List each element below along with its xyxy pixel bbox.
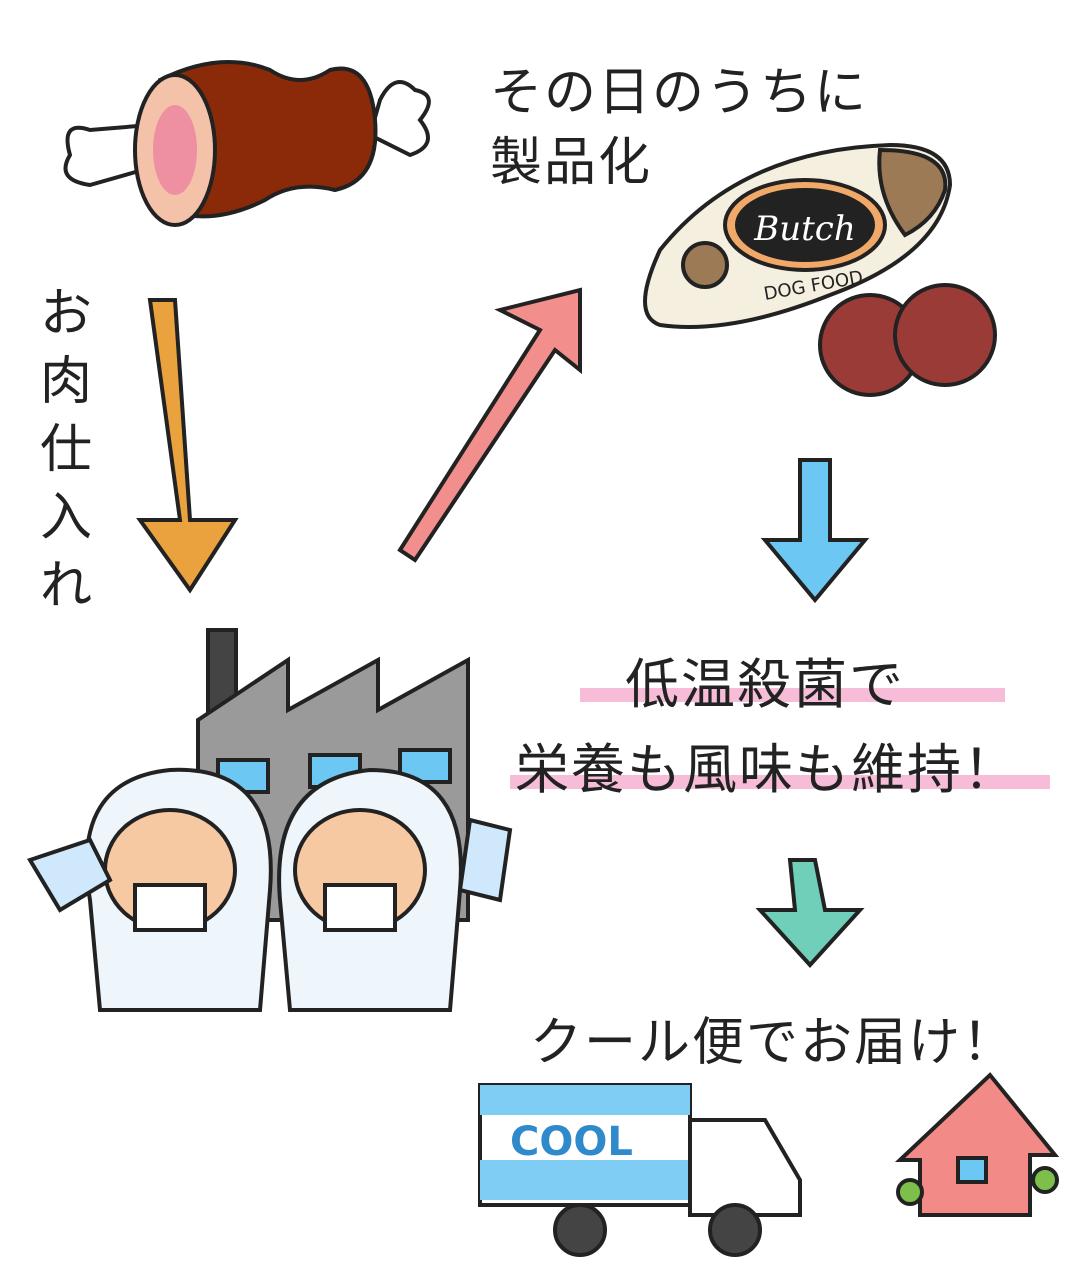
pasteurize-label-1: 低温殺菌で — [625, 653, 905, 716]
truck-label: COOL — [510, 1119, 633, 1165]
delivery-step-label: クール便でお届け！ — [530, 1013, 1017, 1073]
pasteurize-label-2: 栄養も風味も維持！ — [515, 738, 1019, 801]
meat-illustration — [63, 60, 431, 227]
arrow-down-blue — [760, 458, 870, 604]
production-step-label: その日のうちに製品化 — [490, 63, 869, 193]
house-illustration — [894, 1072, 1060, 1217]
brand-label: Butch — [753, 209, 856, 249]
highlight-bar — [580, 688, 1005, 702]
workers-illustration — [27, 767, 513, 1012]
arrow-up-pink — [397, 287, 582, 563]
cool-truck — [478, 1083, 802, 1257]
arrow-down-teal — [755, 858, 865, 968]
sausage-product — [643, 142, 997, 397]
highlight-bar — [510, 775, 1050, 789]
arrow-down-orange — [136, 298, 239, 594]
purchase-step-label: お肉仕入れ — [40, 284, 95, 616]
